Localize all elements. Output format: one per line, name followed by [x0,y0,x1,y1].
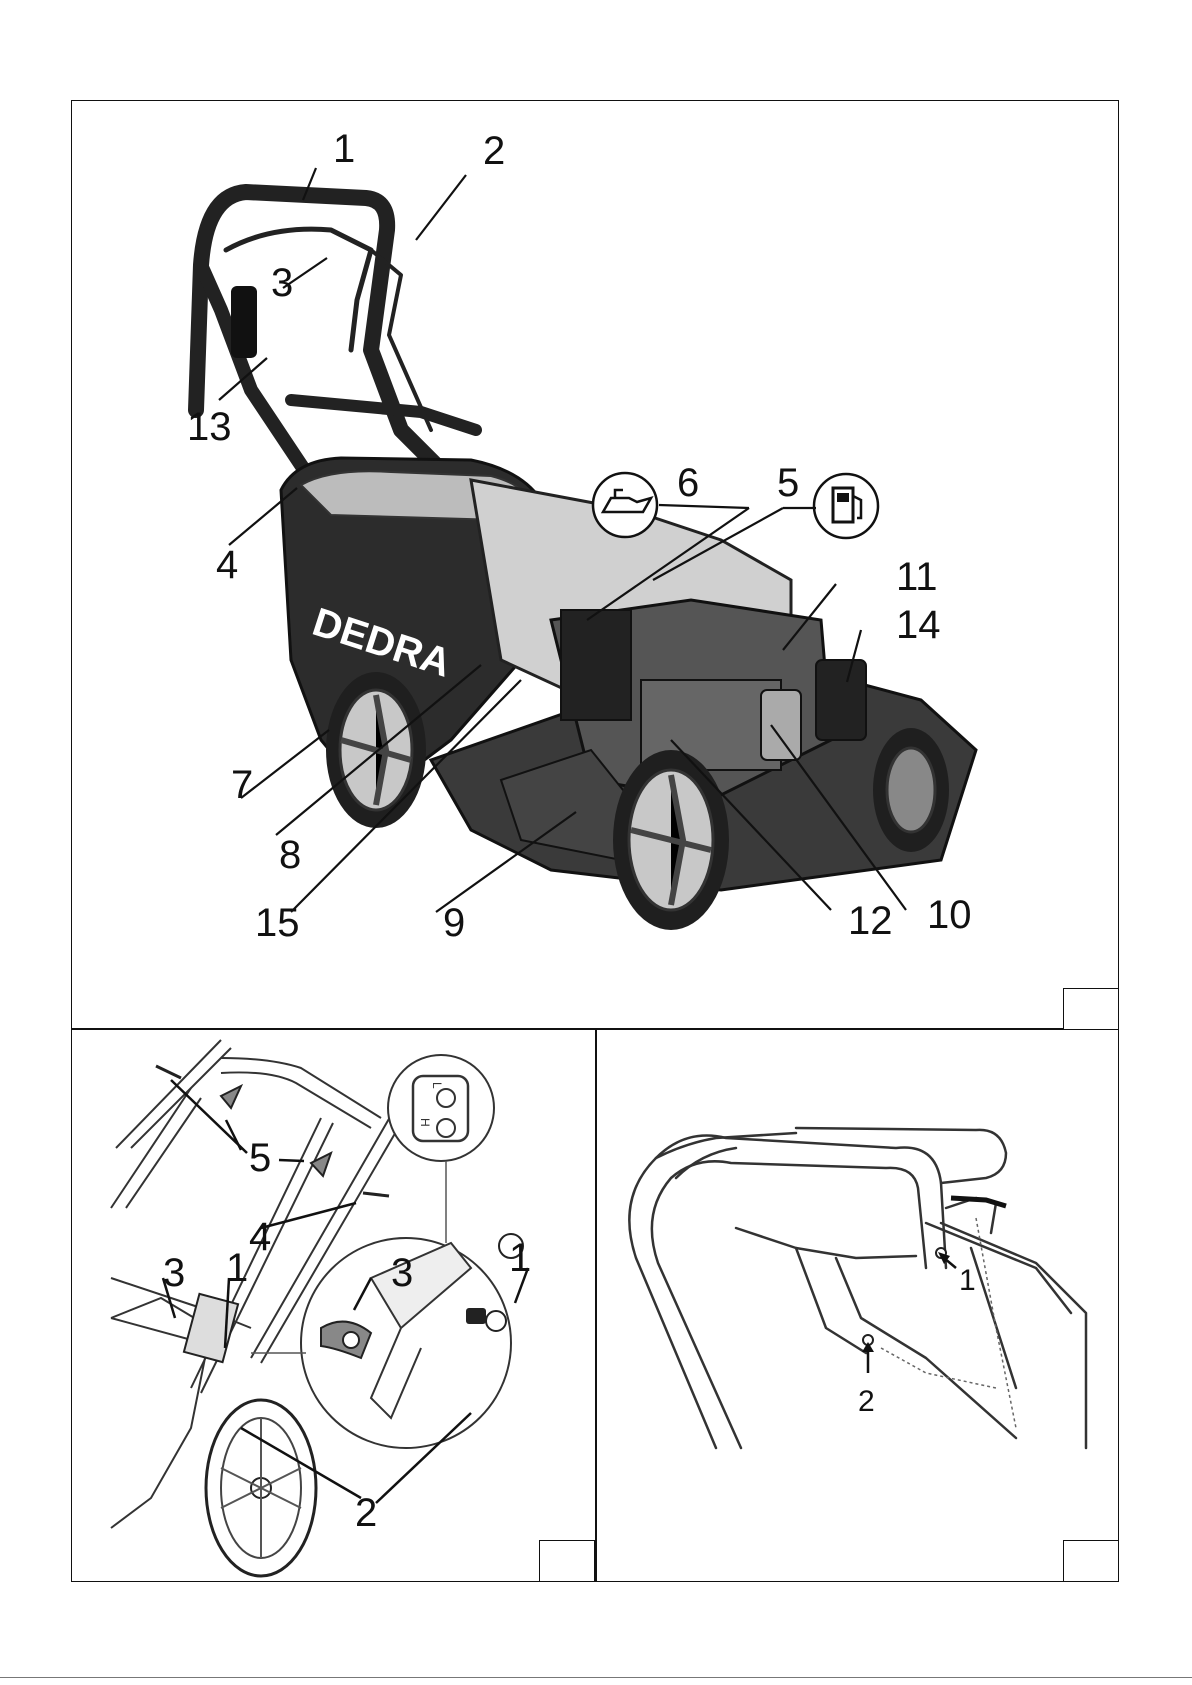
callout-1-inset: 1 [509,1236,531,1280]
oil-can-icon [593,473,657,537]
figure-1-number-box [1063,988,1119,1030]
callout-14: 14 [896,603,941,647]
callout-12: 12 [848,899,893,943]
callout-5: 5 [777,461,799,505]
callout-2: 2 [858,1385,875,1418]
callout-2: 2 [355,1491,377,1535]
callout-3-inset: 3 [391,1251,413,1295]
figure-3-panel: 1 2 [596,1028,1119,1582]
callout-4: 4 [216,543,238,587]
callout-9: 9 [443,901,465,945]
figure-3-number-box [1063,1540,1119,1582]
callout-3: 3 [163,1251,185,1295]
figure-2-panel: L H 1 1 2 3 3 4 5 [71,1028,595,1582]
callout-1: 1 [959,1264,976,1297]
figure-1-panel: DEDRA [71,100,1119,1028]
callout-11: 11 [896,555,938,599]
callout-3: 3 [271,261,293,305]
callout-1: 1 [226,1246,248,1290]
detail-inset-small: L H [388,1055,494,1161]
callout-8: 8 [279,833,301,877]
fuel-pump-icon [814,474,878,538]
throttle-control-shape [231,286,257,358]
handle-assembly-illustration: L H 1 1 2 3 3 4 5 [71,1028,595,1582]
callout-7: 7 [231,763,253,807]
callout-13: 13 [187,405,232,449]
fig2-wheel [206,1400,316,1576]
brake-handle-illustration: 1 2 [596,1028,1119,1582]
callout-2: 2 [483,129,505,173]
front-left-wheel [613,750,729,930]
mower-illustration: DEDRA [71,100,1119,1028]
callout-1: 1 [333,127,355,171]
inset-mark-h: H [418,1118,432,1127]
inset-mark-l: L [430,1082,444,1089]
front-right-wheel [873,728,949,852]
figure-2-number-box [539,1540,595,1582]
rear-wheel [326,672,426,828]
callout-15: 15 [255,901,300,945]
callout-10: 10 [927,893,972,937]
callout-5: 5 [249,1136,271,1180]
callout-6: 6 [677,461,699,505]
callout-4: 4 [249,1215,271,1259]
page-bottom-rule [0,1677,1192,1678]
